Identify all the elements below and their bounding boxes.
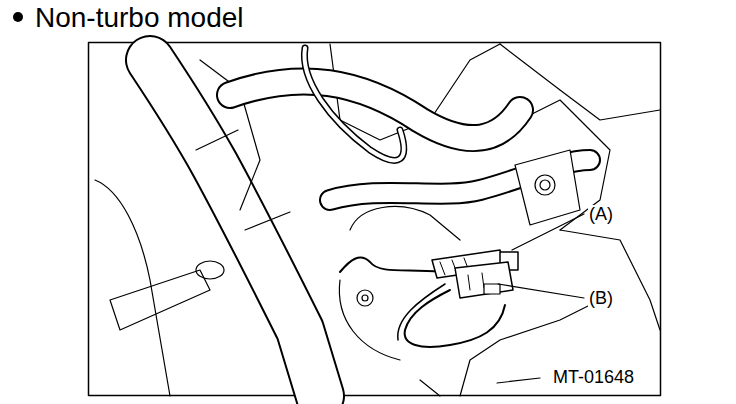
callout-letter: (B)	[588, 289, 614, 307]
figure-number: MT-01648	[552, 368, 635, 386]
leader-line	[512, 214, 584, 250]
heading: Non-turbo model	[35, 4, 244, 32]
bullet	[13, 12, 23, 22]
frame	[89, 43, 661, 396]
illustration-lines	[95, 44, 660, 396]
callout-letter: (A)	[588, 205, 614, 223]
figure-dash	[497, 378, 540, 383]
leader-line	[498, 284, 584, 298]
